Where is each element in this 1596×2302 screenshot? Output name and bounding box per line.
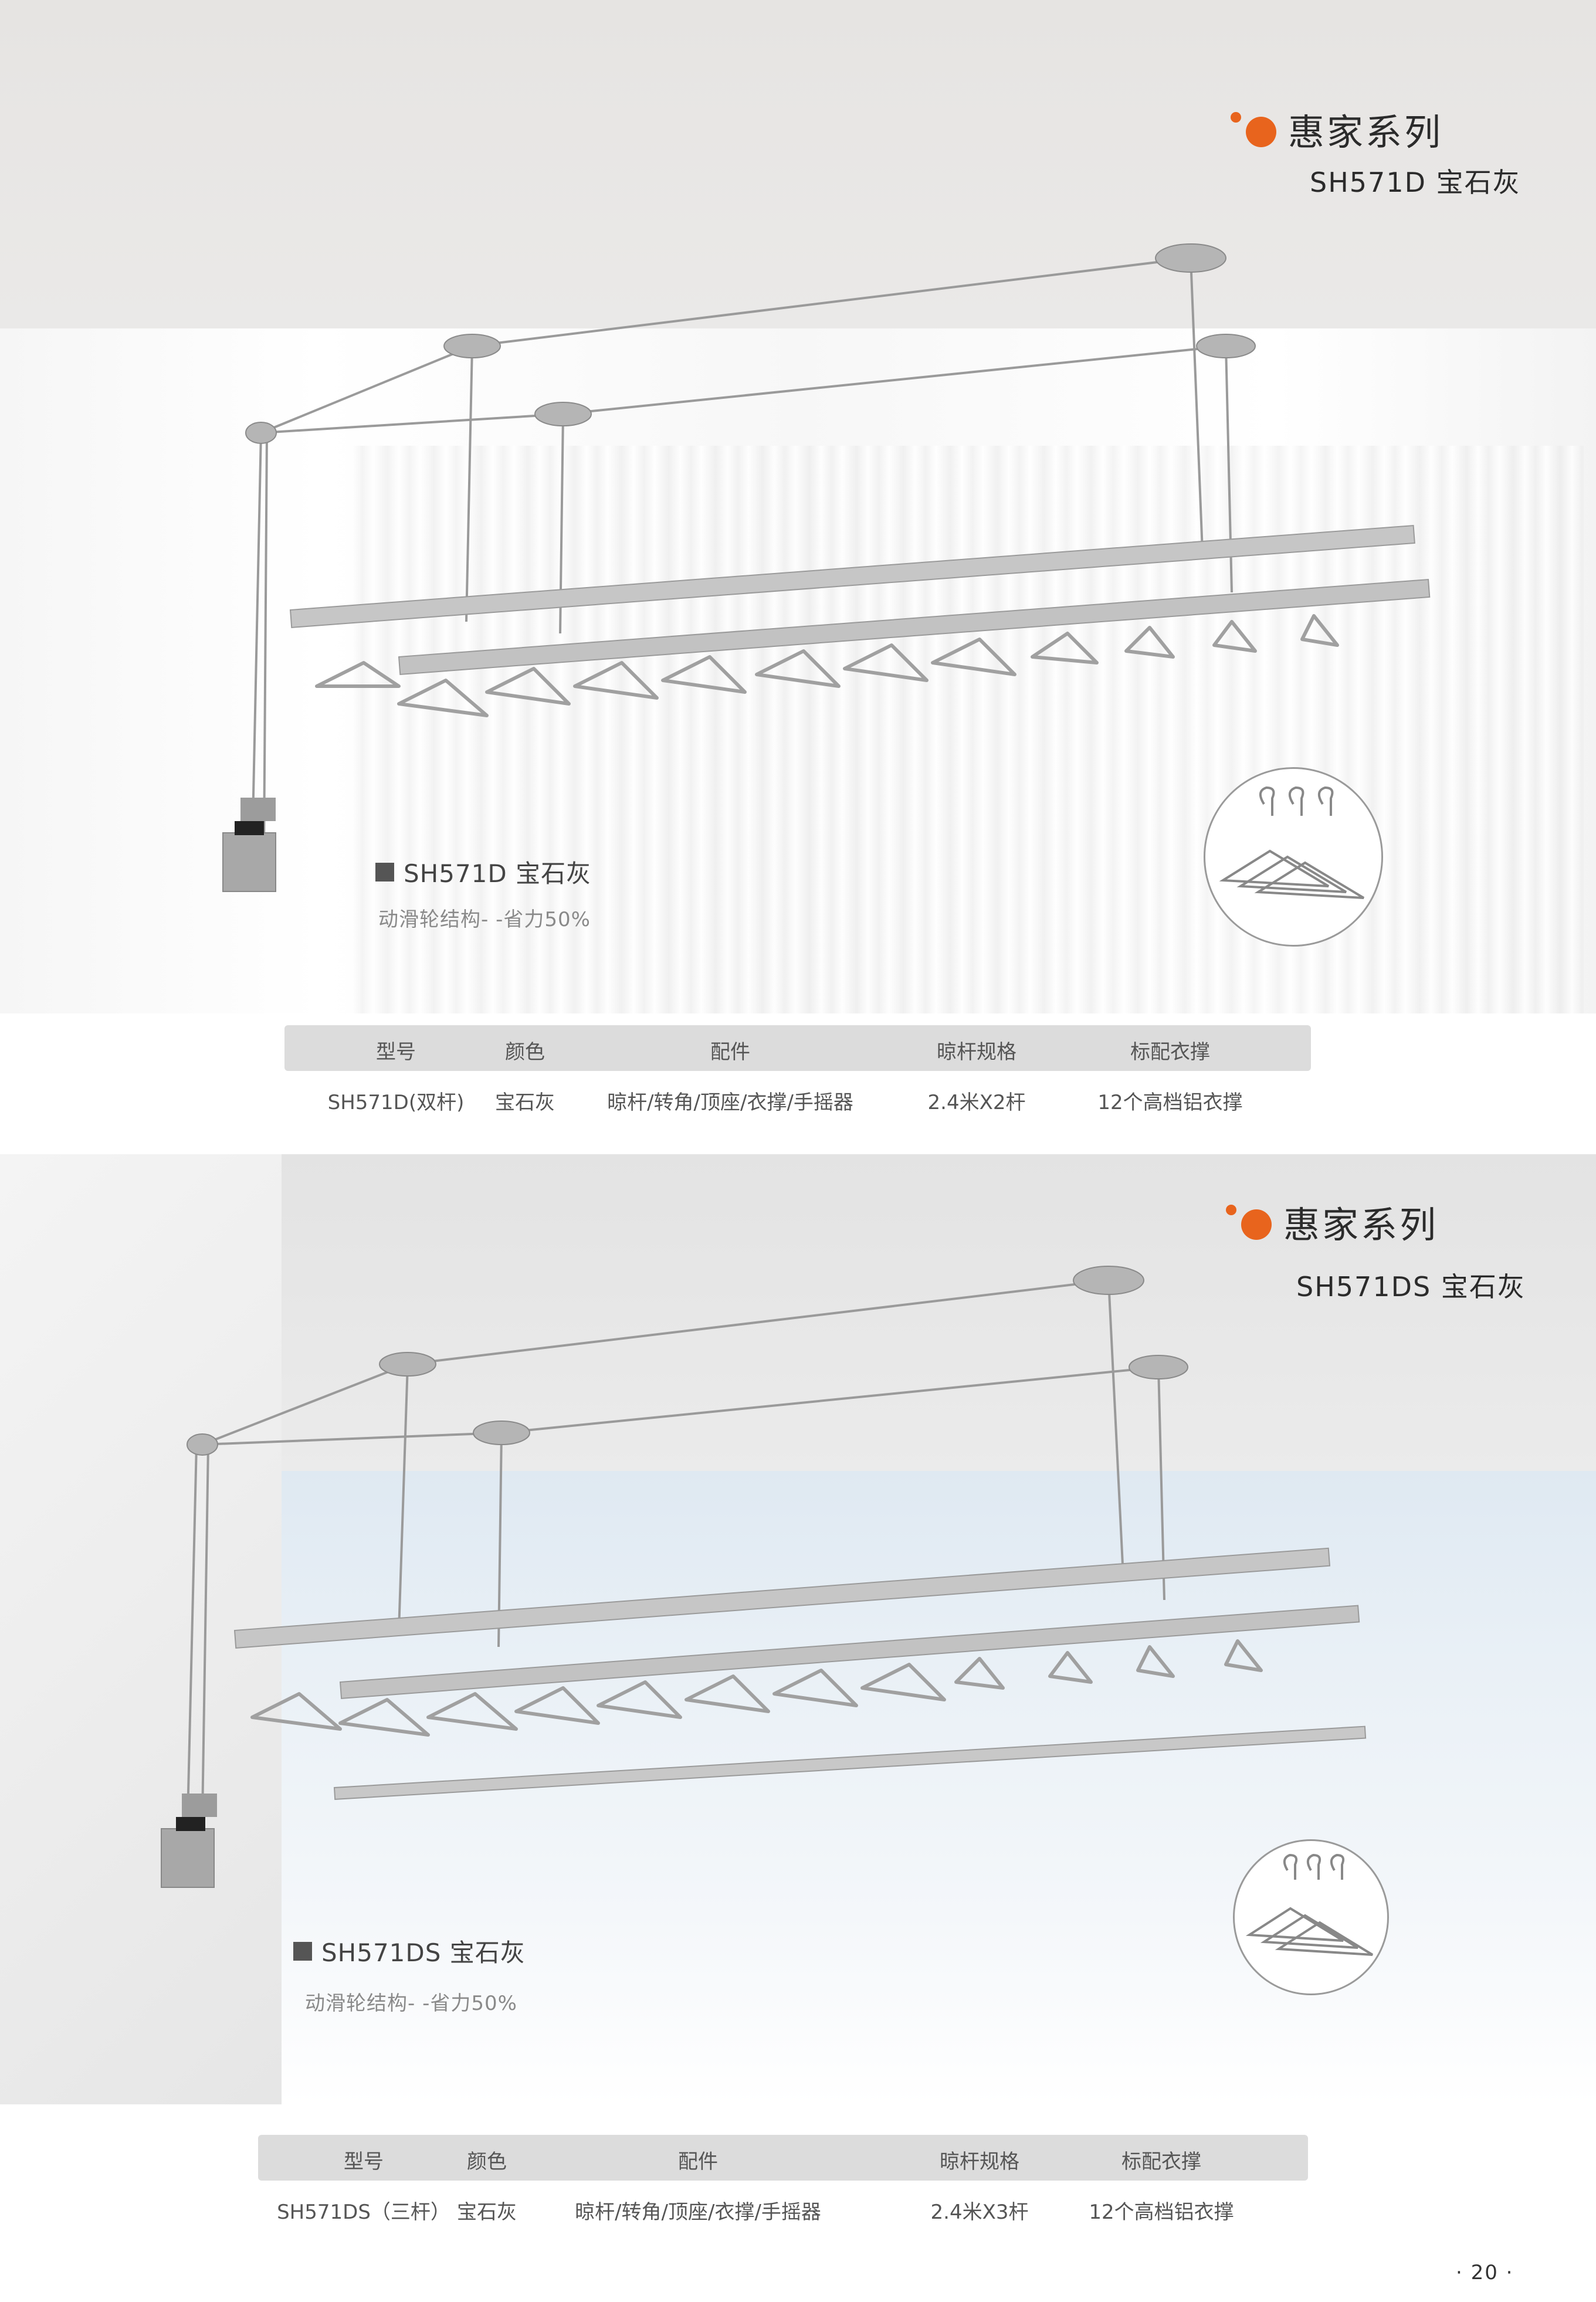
value-model: SH571D(双杆) [327,1091,465,1114]
value-bar-spec: 2.4米X2杆 [927,1091,1026,1114]
product-name: SH571D 宝石灰 [404,859,592,888]
header-bar-spec: 晾杆规格 [937,1040,1016,1064]
product-label: SH571DS 宝石灰 [293,1933,526,1969]
clothes-rack-sh571ds-image [161,1266,1367,1888]
header-model: 型号 [376,1040,416,1064]
product-panel-2: 惠家系列 SH571DS 宝石灰 SH571DS 宝石灰 动滑轮结构- -省力5… [0,1154,1596,2104]
header-hangers: 标配衣撑 [1130,1040,1210,1064]
value-hangers: 12个高档铝衣撑 [1097,1091,1243,1114]
header-bar-spec: 晾杆规格 [940,2150,1019,2174]
header-color: 颜色 [467,2150,507,2174]
product-feature: 动滑轮结构- -省力50% [378,908,591,931]
header-model: 型号 [344,2150,384,2174]
series-name: 惠家系列 [1283,1203,1439,1246]
header-hangers: 标配衣撑 [1121,2150,1201,2174]
value-color: 宝石灰 [495,1091,555,1114]
product-feature: 动滑轮结构- -省力50% [305,1992,517,2015]
page-number: · 20 · [1456,2261,1514,2284]
spec-table-1: 型号 颜色 配件 晾杆规格 标配衣撑 SH571D(双杆) 宝石灰 晾杆/转角/… [284,1025,1311,1119]
value-color: 宝石灰 [457,2201,517,2224]
product-panel-1: 惠家系列 SH571D 宝石灰 SH571D 宝石灰 动滑轮结构- -省力50% [0,0,1596,1013]
value-hangers: 12个高档铝衣撑 [1089,2201,1234,2224]
header-color: 颜色 [505,1040,545,1064]
orange-dots-logo-icon [1231,109,1278,150]
wall-background [0,1154,282,2104]
value-bar-spec: 2.4米X3杆 [930,2201,1029,2224]
model-heading: SH571D 宝石灰 [1310,167,1521,198]
square-bullet-icon [375,862,394,882]
value-model: SH571DS（三杆） [277,2201,450,2224]
spec-table-header [258,2135,1308,2181]
brand-heading: 惠家系列 [1231,103,1443,155]
product-label: SH571D 宝石灰 [375,854,591,890]
series-name: 惠家系列 [1288,111,1443,154]
brand-heading: 惠家系列 [1226,1195,1438,1248]
orange-dots-logo-icon [1226,1201,1273,1242]
value-parts: 晾杆/转角/顶座/衣撑/手摇器 [575,2201,821,2224]
square-bullet-icon [293,1941,312,1961]
hanger-detail-icon [1233,1839,1389,1995]
model-heading: SH571DS 宝石灰 [1296,1271,1526,1303]
product-name: SH571DS 宝石灰 [321,1938,526,1967]
header-parts: 配件 [710,1040,750,1064]
value-parts: 晾杆/转角/顶座/衣撑/手摇器 [607,1091,853,1114]
spec-table-2: 型号 颜色 配件 晾杆规格 标配衣撑 SH571DS（三杆） 宝石灰 晾杆/转角… [258,2135,1308,2229]
header-parts: 配件 [678,2150,718,2174]
spec-table-header [284,1025,1311,1071]
clothes-rack-sh571d-image [222,243,1431,892]
hanger-detail-icon [1204,767,1383,947]
